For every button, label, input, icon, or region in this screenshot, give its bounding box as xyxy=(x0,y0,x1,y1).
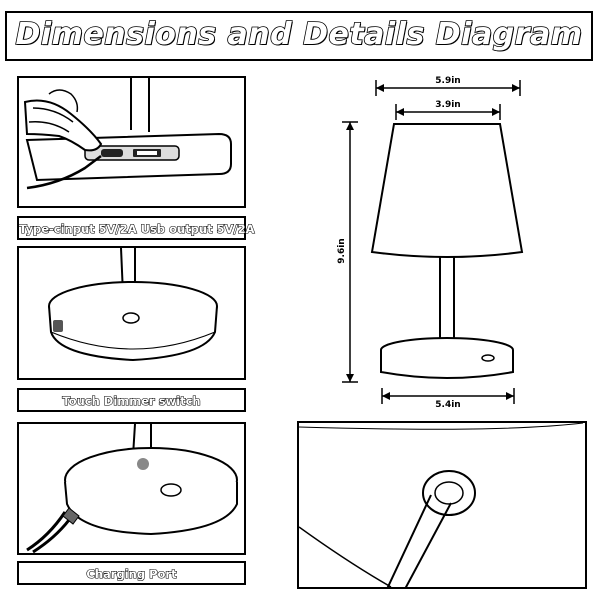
ports-illustration xyxy=(23,78,232,190)
dimmer-caption: Touch Dimmer switch xyxy=(17,388,246,412)
charging-caption-text: Charging Port xyxy=(86,566,177,581)
switch-closeup-panel xyxy=(297,421,587,589)
charging-caption: Charging Port xyxy=(17,561,246,585)
charging-photo-panel xyxy=(17,422,246,555)
dimmer-photo-panel xyxy=(17,246,246,380)
charging-illustration xyxy=(26,424,238,553)
shade-top-width-label: 3.9in xyxy=(435,100,461,110)
dimmer-illustration xyxy=(48,248,218,362)
switch-closeup-illustration xyxy=(299,423,584,587)
page-title: Dimensions and Details Diagram xyxy=(15,16,583,53)
ports-caption-text: Type-cinput 5V/2A Usb output 5V/2A xyxy=(18,221,255,236)
ports-caption: Type-cinput 5V/2A Usb output 5V/2A xyxy=(17,216,255,240)
title-banner: Dimensions and Details Diagram xyxy=(5,11,593,61)
shade-bottom-width-label: 5.9in xyxy=(435,76,461,86)
height-label: 9.6in xyxy=(337,238,347,264)
ports-photo-panel xyxy=(17,76,246,208)
dimmer-caption-text: Touch Dimmer switch xyxy=(62,393,201,408)
base-width-label: 5.4in xyxy=(435,400,461,410)
